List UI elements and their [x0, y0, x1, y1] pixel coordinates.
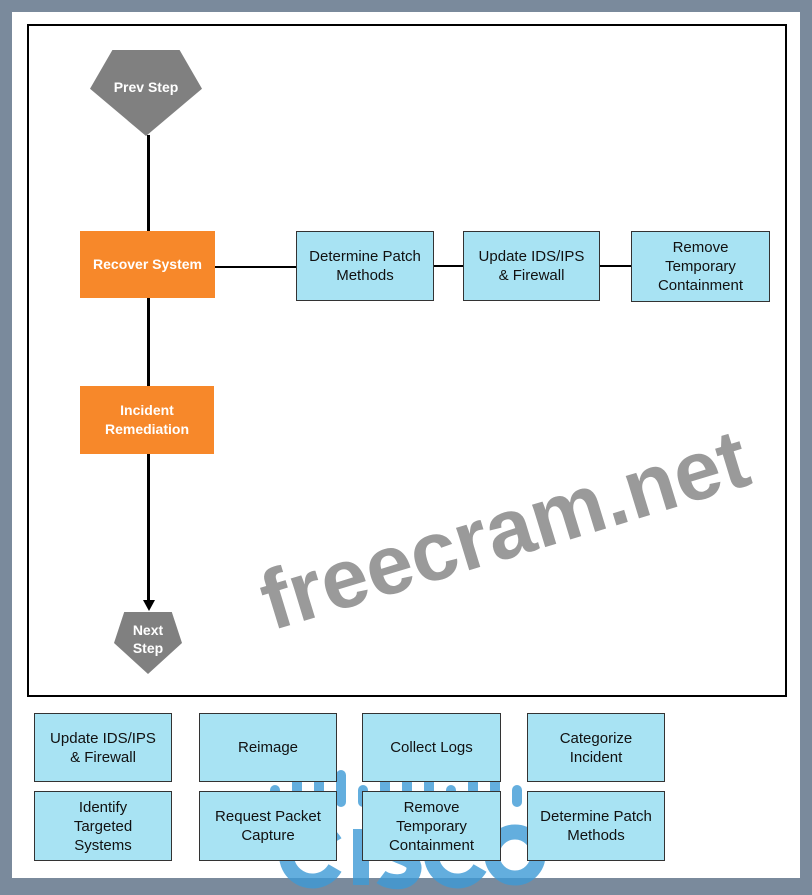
incident-remediation-label: Incident Remediation [104, 402, 189, 437]
option-box[interactable]: Remove Temporary Containment [362, 791, 501, 861]
next-step-label: Next Step [132, 622, 164, 656]
recover-system-label: Recover System [93, 256, 202, 272]
step-label: Determine Patch Methods [309, 248, 421, 284]
option-label: Remove Temporary Containment [388, 798, 475, 854]
option-label: Identify Targeted Systems [73, 798, 133, 854]
option-box[interactable]: Identify Targeted Systems [34, 791, 172, 861]
diagram-drop-area [27, 24, 787, 697]
step-label: Update IDS/IPS & Firewall [478, 248, 585, 284]
option-label: Categorize Incident [559, 729, 633, 766]
connector [215, 266, 296, 268]
option-box[interactable]: Update IDS/IPS & Firewall [34, 713, 172, 782]
connector [147, 135, 150, 231]
recover-system-box: Recover System [80, 231, 215, 298]
option-label: Determine Patch Methods [540, 808, 652, 844]
option-box[interactable]: Collect Logs [362, 713, 501, 782]
arrowhead-icon [143, 600, 155, 611]
option-label: Reimage [237, 739, 299, 756]
option-box[interactable]: Determine Patch Methods [527, 791, 665, 861]
option-box[interactable]: Reimage [199, 713, 337, 782]
connector [600, 265, 631, 267]
placed-step-2[interactable]: Update IDS/IPS & Firewall [463, 231, 600, 301]
placed-step-1[interactable]: Determine Patch Methods [296, 231, 434, 301]
connector-arrow [147, 454, 150, 602]
prev-step-label: Prev Step [113, 79, 179, 95]
placed-step-3[interactable]: Remove Temporary Containment [631, 231, 770, 302]
connector [147, 298, 150, 386]
connector [434, 265, 463, 267]
option-box[interactable]: Categorize Incident [527, 713, 665, 782]
incident-remediation-box: Incident Remediation [80, 386, 214, 454]
option-box[interactable]: Request Packet Capture [199, 791, 337, 861]
option-label: Collect Logs [390, 739, 473, 756]
option-label: Request Packet Capture [215, 808, 321, 844]
step-label: Remove Temporary Containment [657, 239, 744, 294]
option-label: Update IDS/IPS & Firewall [50, 729, 156, 766]
